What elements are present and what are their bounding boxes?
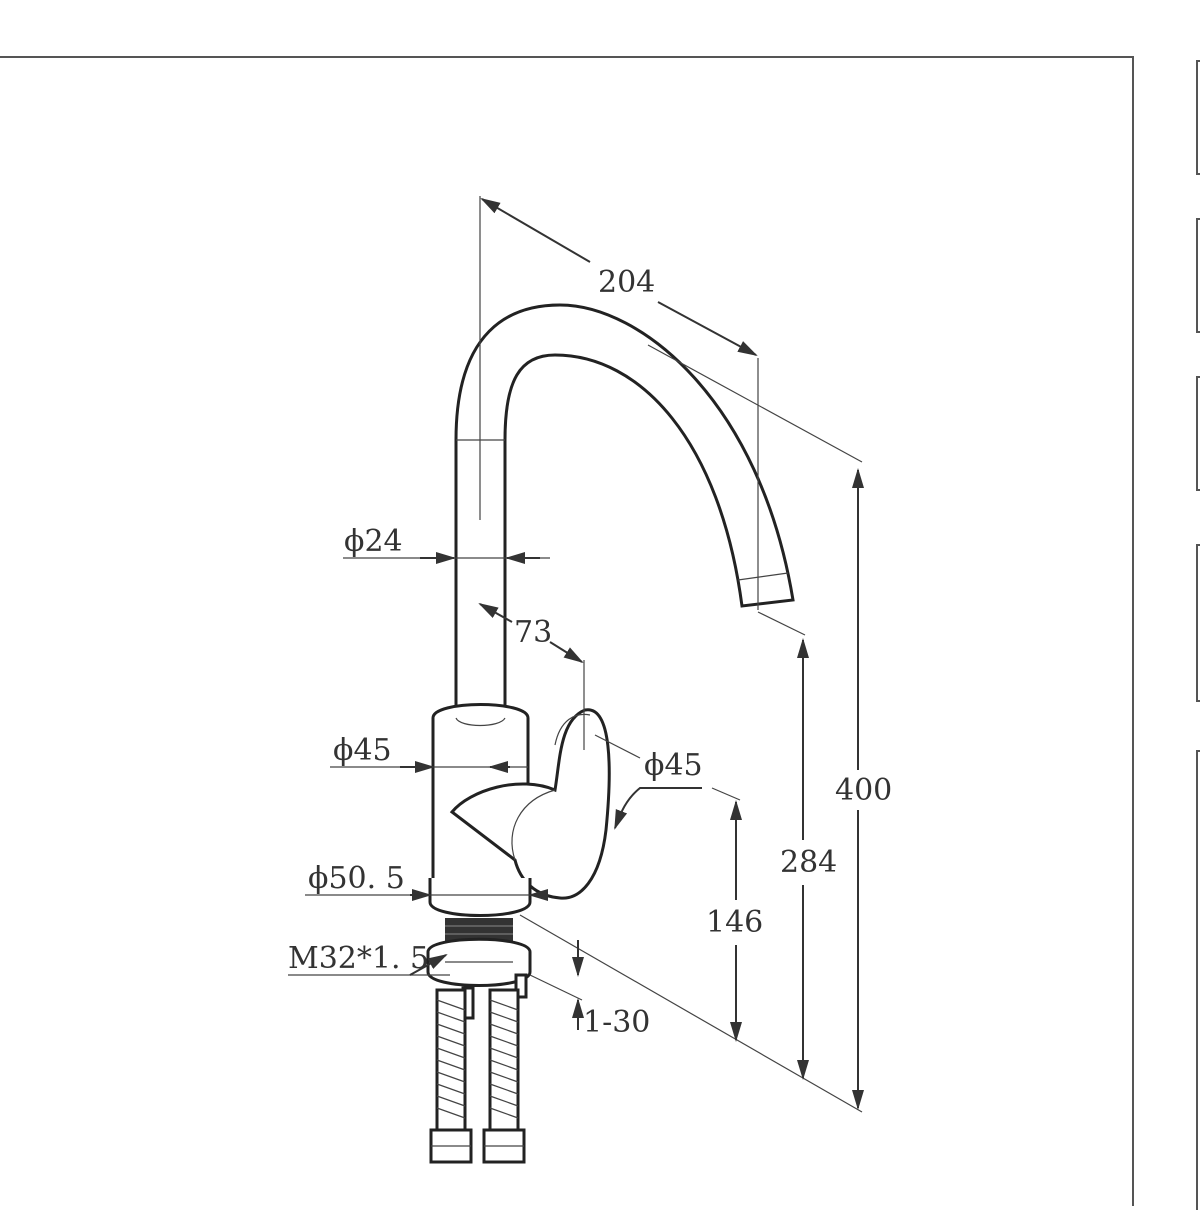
- lever-fold: [511, 789, 556, 861]
- dim-handle-diameter: ϕ45: [644, 748, 703, 783]
- dim-handle-offset: 73: [514, 615, 552, 650]
- drawing-frame: [0, 56, 1134, 1206]
- stud-bolt-right: [514, 973, 528, 999]
- dim-spout-reach: 204: [598, 265, 655, 300]
- spout-tip-band: [737, 572, 789, 581]
- cylinder-top: [455, 717, 506, 727]
- dim-body-diameter: ϕ45: [333, 733, 392, 768]
- supply-hose-left: [429, 988, 473, 1164]
- side-tab-1: [1196, 60, 1200, 175]
- dim-lever-height: 146: [706, 905, 763, 940]
- dim-thread: M32*1. 5: [288, 941, 429, 976]
- dim-outlet-height: 284: [780, 845, 837, 880]
- lever-top: [554, 713, 591, 746]
- spout: [454, 303, 795, 712]
- base-ring: [428, 878, 532, 917]
- side-tab-2: [1196, 218, 1200, 333]
- lever-handle: [449, 708, 611, 900]
- dim-pipe-diameter: ϕ24: [344, 524, 403, 559]
- side-tab-4: [1196, 544, 1200, 702]
- dim-mounting-range: 1-30: [583, 1005, 650, 1040]
- faucet-outline: [426, 303, 795, 1164]
- dimension-lines: [288, 196, 864, 1113]
- side-tab-3: [1196, 376, 1200, 491]
- side-tab-5: [1196, 750, 1200, 1210]
- supply-hose-right: [482, 988, 526, 1164]
- dim-base-diameter: ϕ50. 5: [308, 861, 405, 896]
- dim-total-height: 400: [835, 773, 892, 808]
